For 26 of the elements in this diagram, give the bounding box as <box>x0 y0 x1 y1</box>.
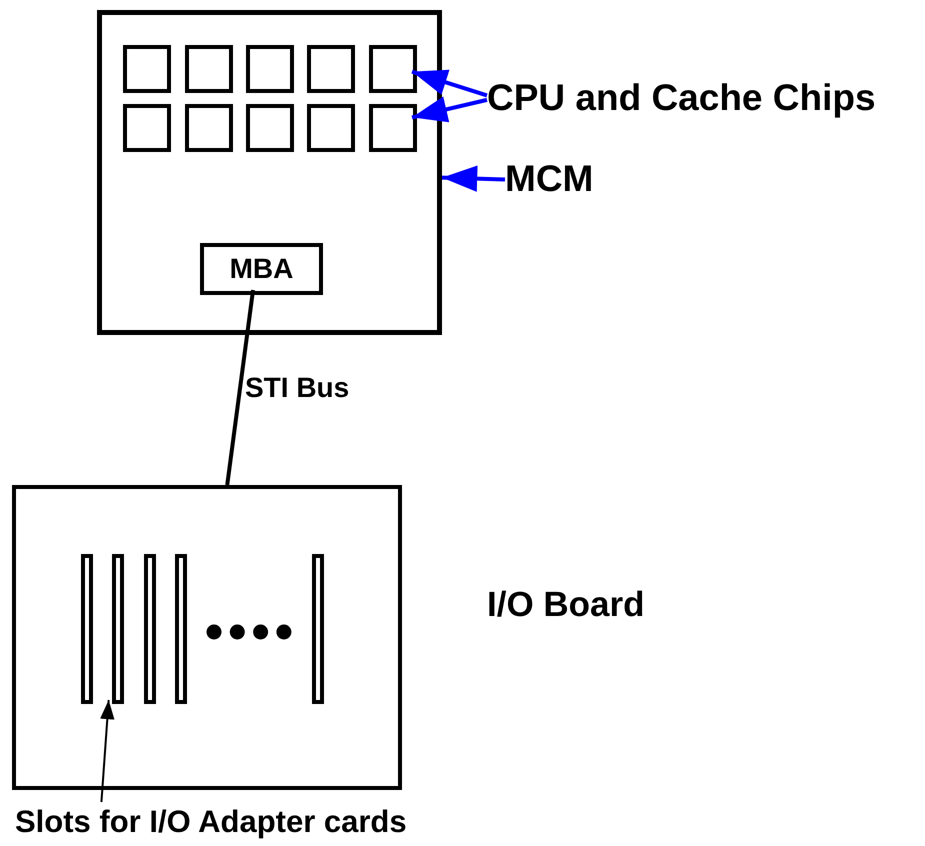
arrow <box>412 96 488 122</box>
slot-bar <box>312 554 324 704</box>
arrow <box>442 166 506 192</box>
callout-label: CPU and Cache Chips <box>487 76 920 120</box>
arrow <box>411 70 488 98</box>
chip-box <box>123 45 171 93</box>
chip-box <box>307 104 355 152</box>
callout-label: Slots for I/O Adapter cards <box>15 802 495 842</box>
mcm-module-box <box>97 10 442 335</box>
chip-box <box>307 45 355 93</box>
slot-bar <box>175 554 187 704</box>
chip-box <box>123 104 171 152</box>
callout-label: MCM <box>505 158 615 200</box>
slot-bar <box>144 554 156 704</box>
chip-box <box>246 45 294 93</box>
chip-box <box>369 45 417 93</box>
chip-box <box>185 104 233 152</box>
chip-box <box>185 45 233 93</box>
chip-box <box>246 104 294 152</box>
leader-line <box>100 700 114 802</box>
slot-bar <box>81 554 93 704</box>
bus-line <box>225 290 256 486</box>
chip-box <box>369 104 417 152</box>
slot-bar <box>112 554 124 704</box>
io-board-box <box>12 485 402 790</box>
mba-box: MBA <box>200 243 323 295</box>
